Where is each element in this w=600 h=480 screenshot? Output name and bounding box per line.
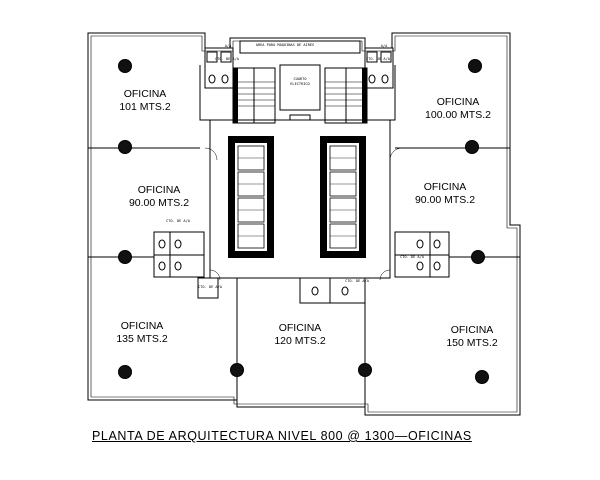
electrical-label: CUARTO xyxy=(294,77,307,81)
elevator-wall xyxy=(320,136,366,143)
office-name: OFICINA xyxy=(124,88,167,100)
electrical-label: ELECTRICO xyxy=(290,82,309,86)
aa-label: A/A xyxy=(225,44,232,48)
elevator-wall xyxy=(228,251,274,258)
cto-label: CTO. DE A/A xyxy=(345,279,370,283)
column xyxy=(118,250,132,264)
column xyxy=(118,365,132,379)
elevator-wall xyxy=(359,136,366,258)
elevator-wall xyxy=(320,136,327,258)
office-name: OFICINA xyxy=(424,181,467,193)
cto-label: CTO. DE A/A xyxy=(400,255,425,259)
column xyxy=(358,363,372,377)
cto-label: CTO. DE A/A xyxy=(198,285,223,289)
aa-label: A/A xyxy=(381,44,388,48)
cto-label: CTO. DE A/A xyxy=(215,57,240,61)
column xyxy=(475,370,489,384)
column xyxy=(471,250,485,264)
toilet-block xyxy=(299,277,366,304)
column xyxy=(118,59,132,73)
office-name: OFICINA xyxy=(279,322,322,334)
elevator-wall xyxy=(267,136,274,258)
stair-wall xyxy=(362,68,367,123)
column xyxy=(468,59,482,73)
office-area: 101 MTS.2 xyxy=(119,101,171,113)
shaft xyxy=(239,40,361,54)
column xyxy=(465,140,479,154)
office-area: 150 MTS.2 xyxy=(446,337,498,349)
office-name: OFICINA xyxy=(121,320,164,332)
cto-label: CTO. DE A/A xyxy=(366,57,391,61)
office-name: OFICINA xyxy=(138,184,181,196)
office-area: 135 MTS.2 xyxy=(116,333,168,345)
stair-wall xyxy=(233,68,238,123)
shaft-label: AREA PARA MAQUINAS DE AIRES xyxy=(256,43,314,47)
office-area: 120 MTS.2 xyxy=(274,335,326,347)
office-name: OFICINA xyxy=(451,324,494,336)
electrical-room xyxy=(279,64,321,111)
cto-aa xyxy=(197,277,219,299)
drawing-title: PLANTA DE ARQUITECTURA NIVEL 800 @ 1300—… xyxy=(92,429,472,443)
column xyxy=(118,140,132,154)
office-area: 90.00 MTS.2 xyxy=(129,197,189,209)
elevator-wall xyxy=(228,136,274,143)
office-area: 90.00 MTS.2 xyxy=(415,194,475,206)
office-area: 100.00 MTS.2 xyxy=(425,109,491,121)
column xyxy=(230,363,244,377)
elevator-wall xyxy=(320,251,366,258)
office-name: OFICINA xyxy=(437,96,480,108)
floor-plan: OFICINA 101 MTS.2 OFICINA 100.00 MTS.2 O… xyxy=(87,32,521,416)
elevator-wall xyxy=(228,136,235,258)
cto-label: CTO. DE A/A xyxy=(166,219,191,223)
